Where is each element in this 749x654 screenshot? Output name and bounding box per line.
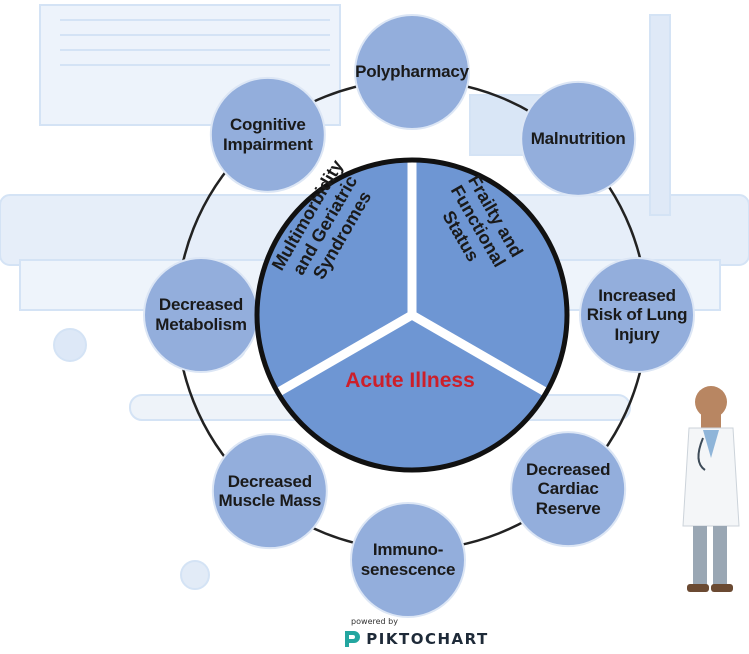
sector-label-acute-illness: Acute Illness [345, 369, 475, 392]
node-label-malnutrition: Malnutrition [530, 129, 626, 149]
doctor-figure [682, 386, 740, 592]
sector-divider [409, 311, 549, 397]
node-label-decreased-metabolism: Decreased Metabolism [155, 295, 247, 334]
doctor-coat [682, 427, 740, 527]
doctor-shoe [687, 584, 709, 592]
node-circle-polypharmacy [354, 14, 470, 130]
node-circle-malnutrition [520, 80, 637, 197]
stethoscope-icon [697, 437, 706, 471]
node-label-increased-risk-of-lung-injury: Increased Risk of Lung Injury [586, 285, 688, 344]
center-border [254, 157, 570, 473]
node-circle-immunosenescence [350, 502, 466, 618]
node-circle-decreased-cardiac-reserve [510, 431, 627, 548]
node-label-cognitive-impairment: Cognitive Impairment [223, 115, 313, 154]
bed-wheel [53, 328, 87, 362]
doctor-shirt [703, 430, 719, 458]
doctor-shoe [711, 584, 733, 592]
node-circle-increased-risk-of-lung-injury [579, 257, 695, 373]
doctor-neck [701, 414, 721, 428]
doctor-leg [693, 526, 707, 586]
node-label-polypharmacy: Polypharmacy [355, 62, 469, 82]
center-circle [254, 157, 570, 473]
node-circle-decreased-muscle-mass [211, 433, 328, 550]
outer-nodes [143, 14, 695, 618]
brand-name: PIKTOCHART [366, 630, 489, 648]
node-label-decreased-cardiac-reserve: Decreased Cardiac Reserve [526, 459, 611, 518]
node-label-decreased-muscle-mass: Decreased Muscle Mass [218, 471, 322, 511]
sector-divider [275, 311, 415, 397]
doctor-head [695, 386, 727, 418]
iv-pole [649, 14, 671, 216]
stretcher-wheel [180, 560, 210, 590]
powered-by-text: powered by [351, 617, 398, 626]
node-label-immunosenescence: Immuno- senescence [360, 540, 456, 579]
doctor-leg [713, 526, 727, 586]
piktochart-icon [345, 631, 361, 647]
piktochart-logo: PIKTOCHART [335, 627, 495, 651]
node-circle-cognitive-impairment [209, 76, 326, 193]
